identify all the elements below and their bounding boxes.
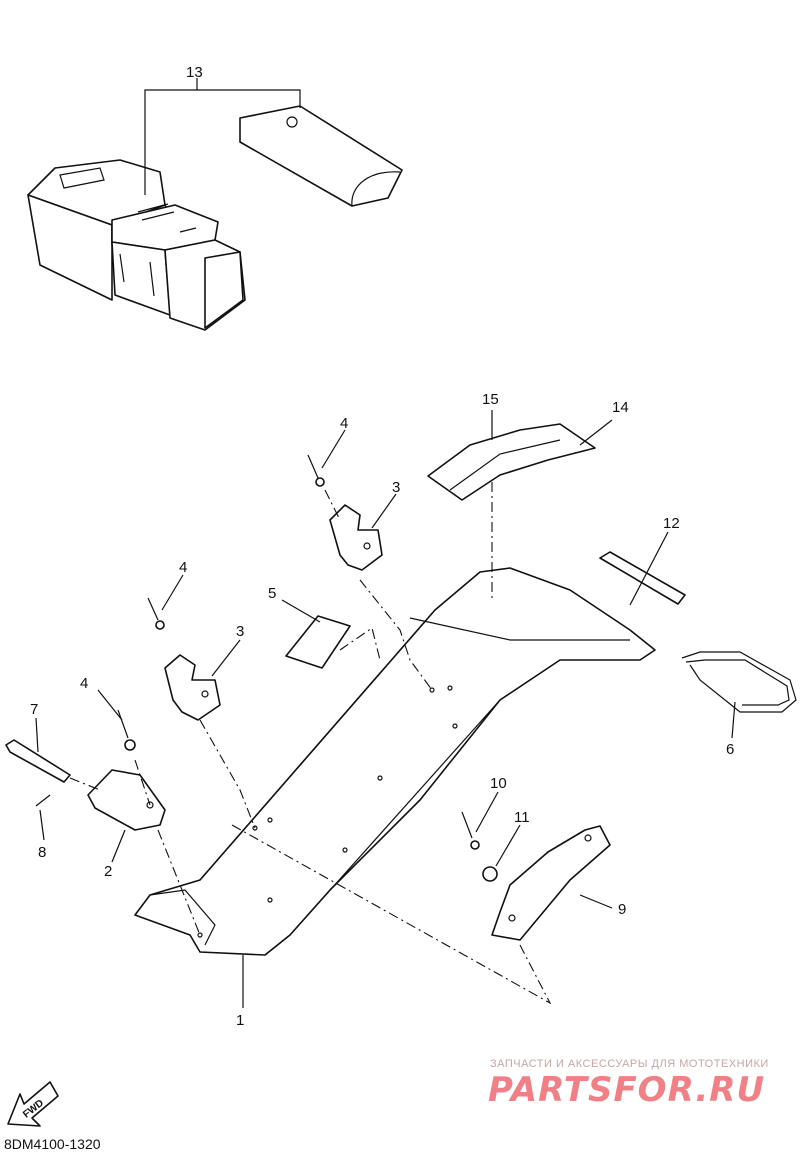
leader-6 — [731, 701, 736, 739]
label-13: 13 — [186, 64, 203, 81]
leader-8 — [39, 809, 45, 841]
leader-4-lower — [161, 574, 184, 611]
label-10: 10 — [490, 775, 507, 792]
label-11: 11 — [514, 809, 530, 826]
watermark-subtitle: ЗАПЧАСТИ И АКСЕССУАРЫ ДЛЯ МОТОТЕХНИКИ — [490, 1058, 769, 1070]
leader-13 — [144, 78, 301, 195]
part-11-nut — [482, 866, 498, 882]
label-2: 2 — [104, 863, 112, 880]
label-14: 14 — [612, 399, 629, 416]
leader-3-lower — [211, 639, 241, 677]
label-7: 7 — [30, 701, 38, 718]
leader-3-upper — [371, 493, 397, 529]
part-3-lower-bracket — [164, 654, 221, 721]
dashline-5 — [339, 627, 381, 661]
dashline-3-lower — [199, 719, 256, 829]
label-8: 8 — [38, 844, 46, 861]
label-4-clamp: 4 — [80, 675, 88, 692]
leader-11 — [495, 824, 521, 867]
leader-4-clamp — [97, 689, 123, 721]
leader-7 — [35, 717, 39, 753]
leader-5 — [281, 599, 321, 623]
label-12: 12 — [663, 515, 680, 532]
leader-9 — [579, 894, 613, 909]
leader-10 — [475, 791, 499, 833]
label-15: 15 — [482, 391, 499, 408]
part-6-wire — [681, 651, 797, 713]
label-4-lower: 4 — [179, 559, 187, 576]
label-9: 9 — [618, 901, 626, 918]
part-14-15-tape — [427, 423, 596, 501]
leader-2 — [111, 829, 126, 863]
part-2-clamp — [87, 769, 166, 831]
part-3-upper-bracket — [329, 504, 383, 571]
part-13-cover — [239, 105, 403, 207]
label-6: 6 — [726, 741, 734, 758]
part-13-unit — [27, 159, 246, 331]
part-4-lower-bolt — [147, 597, 165, 630]
dashline-7 — [69, 777, 101, 791]
part-4-clamp-bolt — [117, 709, 136, 751]
label-4-upper: 4 — [340, 415, 348, 432]
leader-14 — [579, 419, 613, 446]
watermark-brand: PARTSFOR.RU — [488, 1070, 766, 1110]
part-9-holder — [491, 825, 611, 941]
fwd-arrow-icon: FWD — [7, 1081, 59, 1127]
part-1-fender — [134, 567, 656, 956]
part-8-pin — [35, 794, 51, 807]
dashline-9 — [231, 824, 552, 1005]
label-3-lower: 3 — [236, 623, 244, 640]
part-12-strip — [599, 551, 686, 605]
dashline-3-upper — [324, 489, 433, 691]
dashline-2 — [134, 759, 201, 936]
leader-4-upper — [321, 429, 346, 469]
part-4-upper-bolt — [307, 454, 325, 487]
label-3-upper: 3 — [392, 479, 400, 496]
leader-12 — [629, 531, 669, 606]
label-1: 1 — [236, 1012, 244, 1029]
part-10-screw — [461, 811, 480, 850]
diagram-code: 8DM4100-1320 — [4, 1136, 101, 1152]
part-7-long-bolt — [5, 739, 71, 783]
part-5-pad — [285, 615, 351, 669]
label-5: 5 — [268, 585, 276, 602]
